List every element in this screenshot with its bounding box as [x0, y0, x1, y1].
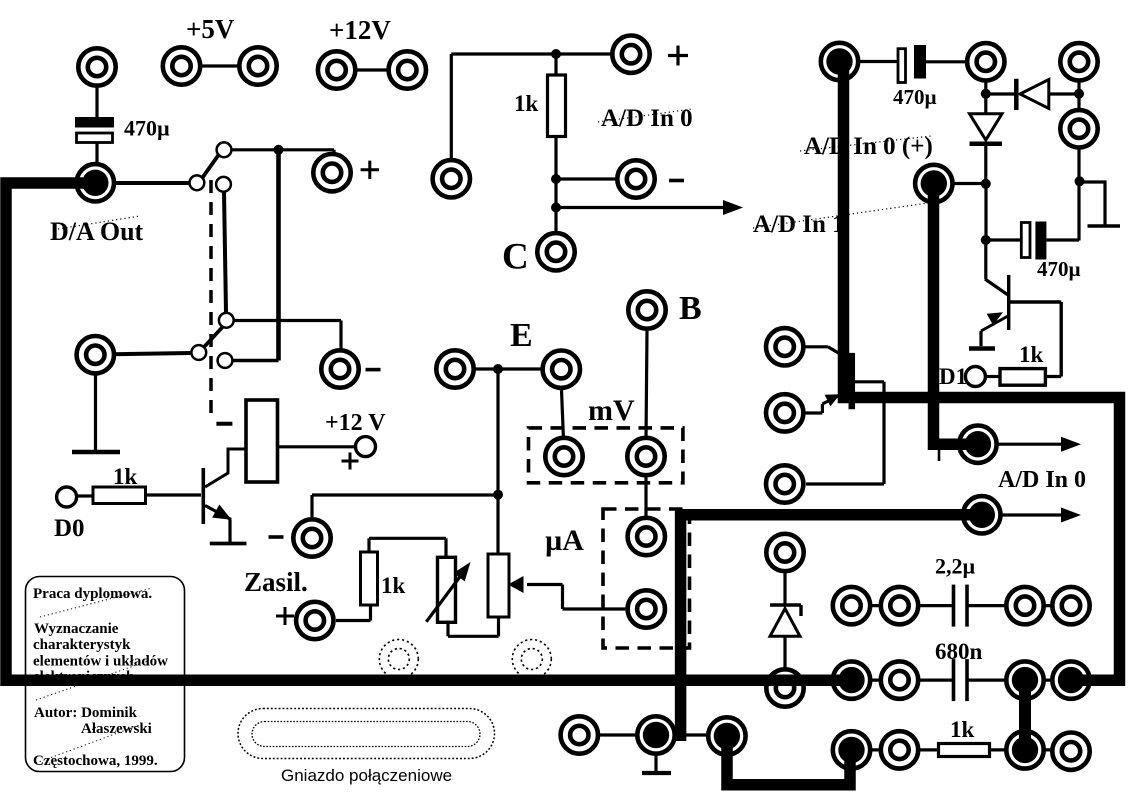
svg-text:Zasil.: Zasil.: [244, 567, 308, 597]
svg-text:B: B: [679, 290, 702, 327]
svg-text:C: C: [502, 237, 529, 278]
svg-text:Gniazdo połączeniowe: Gniazdo połączeniowe: [281, 766, 452, 785]
svg-text:680n: 680n: [935, 639, 983, 664]
svg-text:2,2µ: 2,2µ: [935, 554, 976, 579]
svg-text:470µ: 470µ: [124, 116, 170, 141]
svg-text:Praca dyplomowa.: Praca dyplomowa.: [33, 586, 152, 602]
svg-text:D/A Out: D/A Out: [50, 217, 144, 246]
svg-text:1k: 1k: [1019, 342, 1044, 367]
svg-text:Autor: Dominik: Autor: Dominik: [34, 705, 138, 721]
svg-text:A/D In 0 (+): A/D In 0 (+): [804, 133, 933, 160]
svg-text:mV: mV: [588, 394, 635, 427]
svg-text:E: E: [510, 317, 533, 354]
svg-text:1k: 1k: [113, 464, 138, 489]
svg-text:1k: 1k: [381, 573, 406, 598]
svg-text:elementów i układów: elementów i układów: [33, 654, 168, 670]
svg-text:D0: D0: [54, 515, 85, 542]
svg-text:+12V: +12V: [329, 15, 391, 45]
svg-text:+12 V: +12 V: [325, 410, 386, 436]
svg-text:1k: 1k: [514, 91, 539, 116]
svg-text:D1: D1: [939, 364, 967, 389]
svg-text:Częstochowa, 1999.: Częstochowa, 1999.: [33, 753, 158, 769]
svg-text:µA: µA: [545, 524, 584, 557]
svg-text:470µ: 470µ: [1037, 257, 1081, 281]
svg-text:Wyznaczanie: Wyznaczanie: [34, 621, 119, 637]
svg-text:A/D In 1: A/D In 1: [753, 211, 845, 238]
svg-text:charakterystyk: charakterystyk: [33, 637, 131, 653]
svg-text:+5V: +5V: [186, 14, 235, 44]
svg-text:1k: 1k: [950, 717, 975, 742]
svg-text:Ałaszewski: Ałaszewski: [81, 721, 152, 737]
svg-text:A/D In 0: A/D In 0: [601, 105, 693, 132]
svg-text:470µ: 470µ: [893, 85, 937, 109]
svg-text:A/D In 0: A/D In 0: [998, 467, 1086, 493]
